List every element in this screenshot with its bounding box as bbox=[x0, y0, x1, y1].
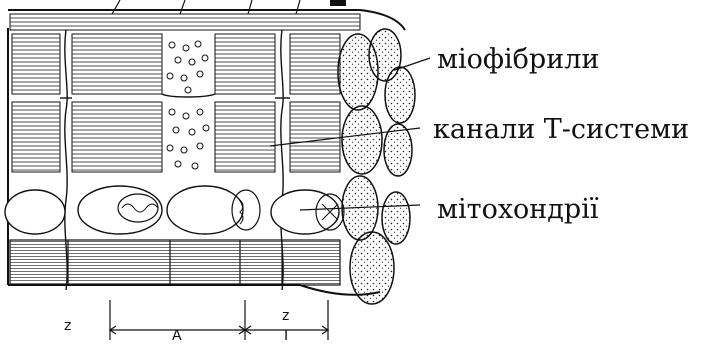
label-myofibrils: міофібрили bbox=[437, 44, 599, 75]
label-t-system: канали Т-системи bbox=[433, 114, 689, 145]
scale-a-band: A bbox=[172, 328, 182, 344]
myofibril-cross-sections bbox=[338, 29, 415, 304]
sarcolemma-top bbox=[10, 0, 360, 30]
striated-band bbox=[10, 240, 340, 285]
mitochondria-row bbox=[5, 186, 344, 234]
sarcoplasmic-reticulum-upper bbox=[12, 34, 340, 94]
scale-i-band: I bbox=[284, 328, 288, 344]
scale-z-left: z bbox=[64, 318, 71, 334]
sarcoplasmic-reticulum-lower bbox=[12, 102, 340, 172]
scale-z-right: z bbox=[282, 308, 289, 324]
band-scale bbox=[110, 300, 328, 340]
label-mitochondria: мітохондрії bbox=[437, 194, 599, 225]
